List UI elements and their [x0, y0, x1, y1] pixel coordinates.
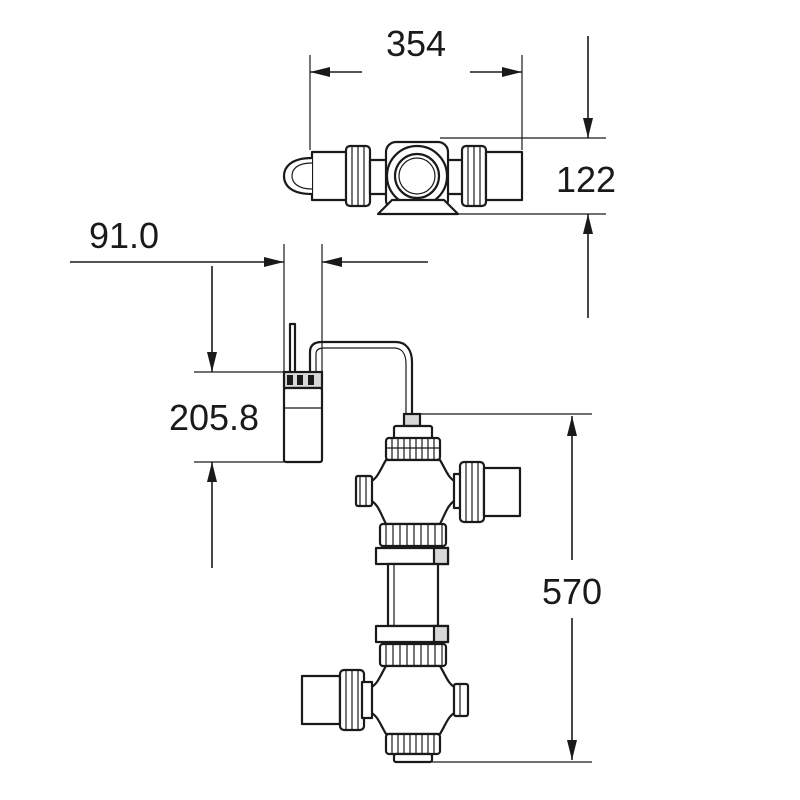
dimension-label-354: 354 [386, 23, 446, 64]
front-view [300, 412, 522, 764]
probe-view [282, 244, 414, 464]
dimension-width-top: 354 [309, 23, 523, 150]
dimension-width-probe: 91.0 [70, 215, 428, 267]
dimension-height-total: 570 [420, 413, 602, 763]
dimension-label-91: 91.0 [89, 215, 159, 256]
dimension-height-top: 122 [440, 36, 616, 318]
dimension-label-122: 122 [556, 159, 616, 200]
dimension-label-205-8: 205.8 [169, 397, 259, 438]
dimension-height-probe: 205.8 [169, 266, 284, 568]
top-view [282, 140, 524, 216]
dimension-label-570: 570 [542, 571, 602, 612]
